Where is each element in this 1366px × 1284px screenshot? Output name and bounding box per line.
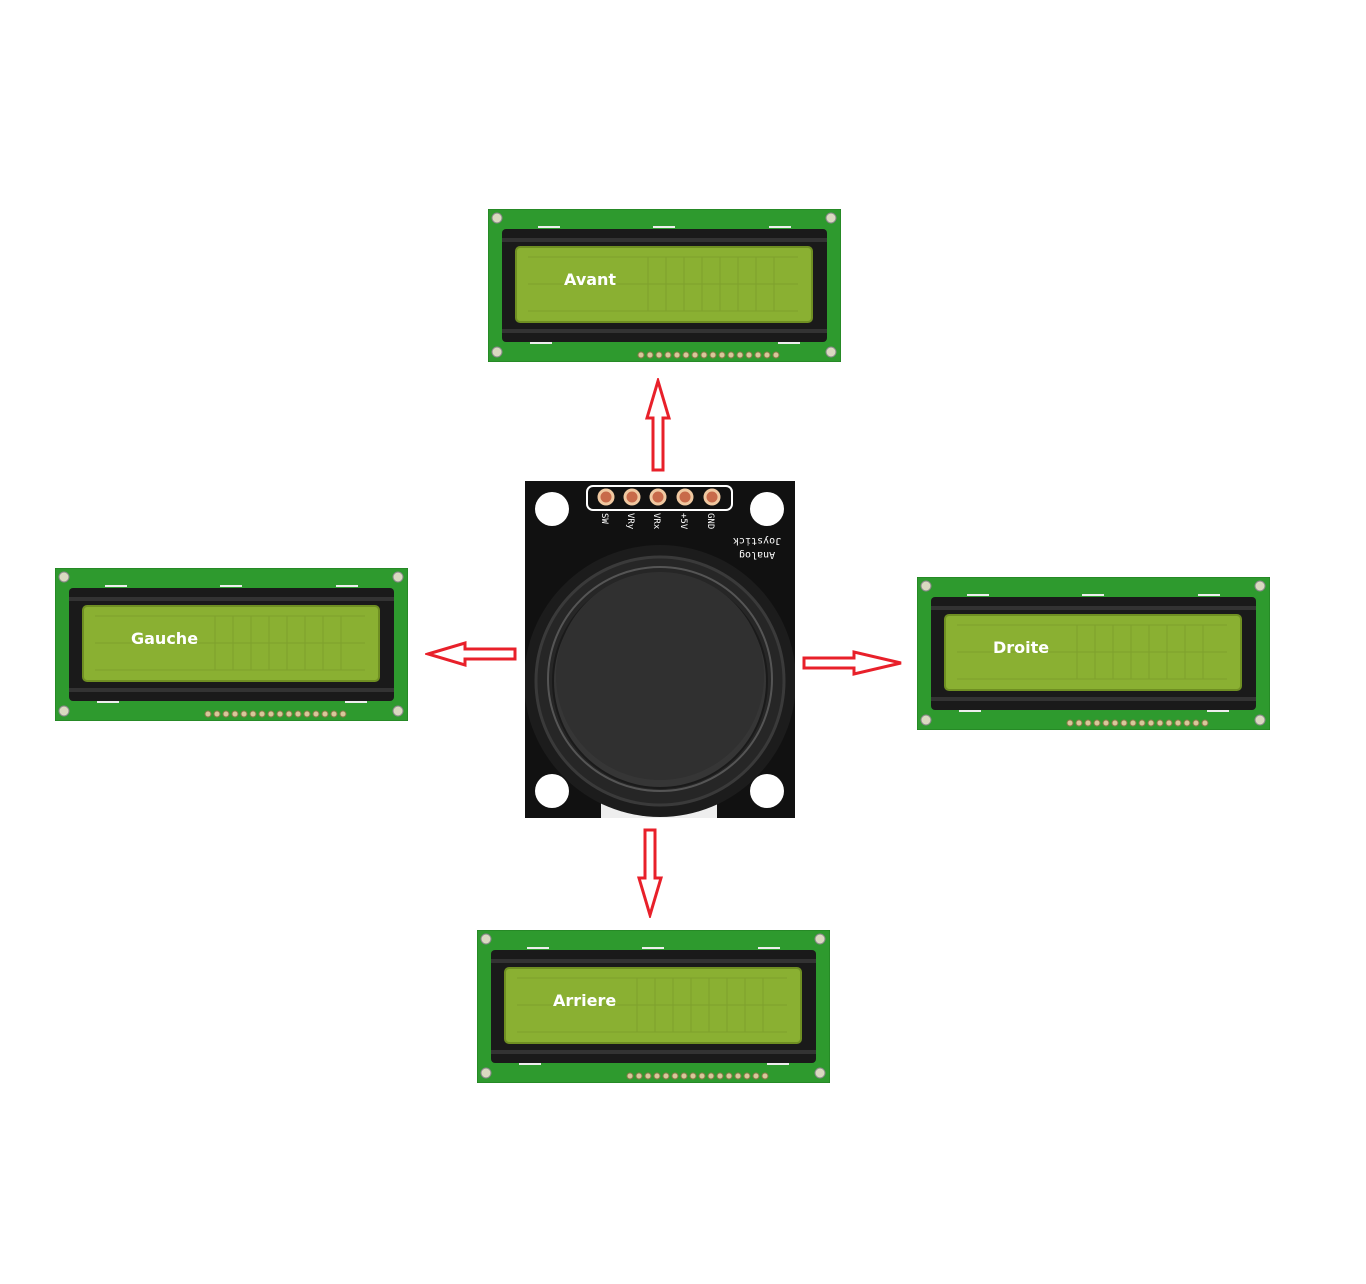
lcd-text-arriere: Arriere [553,991,617,1010]
lcd-module-graphic [917,577,1270,730]
lcd-display-avant: Avant [488,209,841,362]
lcd-text-avant: Avant [564,270,617,289]
lcd-module-graphic [477,930,830,1083]
arrow-right-icon [802,649,904,677]
arrow-left-icon [425,640,517,668]
pin-label-5v: +5V [678,513,688,530]
pin-label-gnd: GND [705,513,715,530]
brand-label-joystick: Joystick [733,535,782,546]
joystick-board-graphic [525,481,795,818]
pin-label-sw: SW [599,513,609,524]
lcd-display-arriere: Arriere [477,930,830,1083]
lcd-module-graphic [55,568,408,721]
pin-label-vrx: VRx [651,513,661,530]
lcd-display-droite: Droite [917,577,1270,730]
brand-label-analog: Analog [739,549,776,560]
arrow-up-icon [644,378,672,472]
arrow-down-icon [636,828,664,918]
analog-joystick-module: SW VRy VRx +5V GND Analog Joystick [525,481,795,818]
pin-label-vry: VRy [625,513,635,530]
lcd-text-gauche: Gauche [131,629,199,648]
lcd-text-droite: Droite [993,638,1050,657]
lcd-display-gauche: Gauche [55,568,408,721]
lcd-module-graphic [488,209,841,362]
